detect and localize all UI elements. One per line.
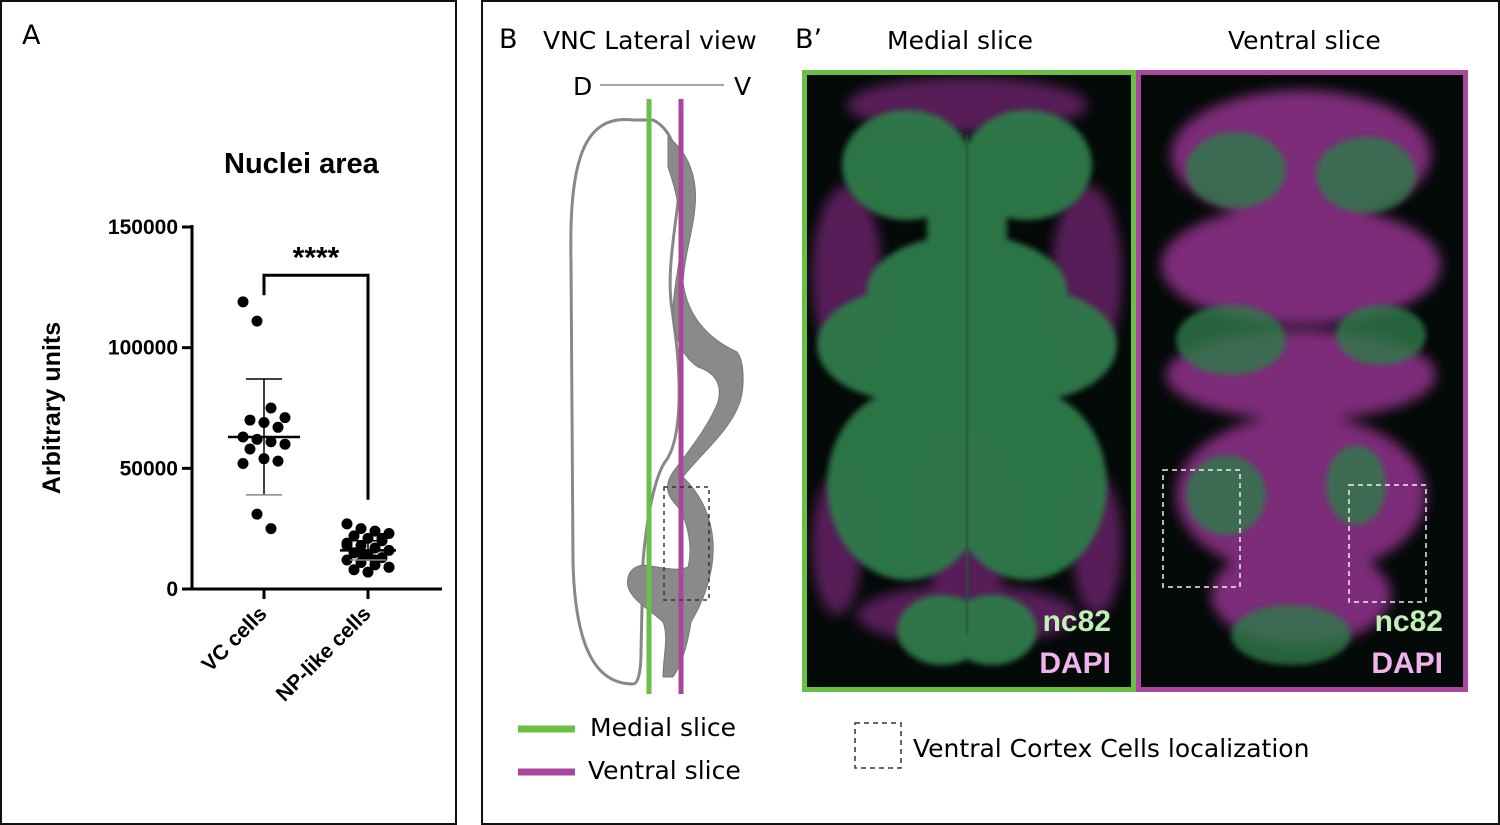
data-point [251,508,263,520]
medial-slice-micrograph: nc82 DAPI [802,70,1136,692]
vnc-lateral-diagram [518,84,744,776]
data-point [279,412,291,424]
ventral-slice-image [1161,90,1441,665]
axis-dorsal-label: D [573,72,593,101]
localization-legend-swatch-layer [854,722,902,769]
ventral-slice-title: Ventral slice [1228,26,1381,55]
data-point [341,554,353,566]
data-point [376,532,388,544]
data-point [237,296,249,308]
x-tick-label: VC cells [197,602,271,676]
data-point [265,523,277,535]
vc-cells-localization-box [663,486,710,601]
y-tick-label: 50000 [120,457,178,480]
data-point [383,561,395,573]
significance-stars: **** [293,241,340,274]
data-point [244,414,256,426]
y-axis-label: Arbitrary units [38,322,66,494]
data-point [348,564,360,576]
x-tick-label: NP-like cells [272,602,376,706]
axis-ventral-label: V [734,72,752,101]
data-point [355,547,367,559]
legend-ventral-label: Ventral slice [588,756,741,785]
panel-b: B VNC Lateral view D V Medial slice Vent… [481,0,1500,825]
vnc-ventral-cortex [627,135,744,678]
panel-b-label: B [499,24,518,55]
significance-bracket [262,273,370,500]
data-point [355,523,367,535]
data-point [341,518,353,530]
data-point [251,433,263,445]
data-point [237,458,249,470]
y-tick-label: 0 [166,578,178,601]
localization-legend-swatch [854,722,902,769]
data-point [279,438,291,450]
data-point [348,530,360,542]
medial-slice-title: Medial slice [887,26,1034,55]
chart-title: Nuclei area [224,148,379,180]
ventral-stain-nc82: nc82 [1374,605,1443,638]
data-point [251,315,263,327]
data-point [272,455,284,467]
data-point [369,525,381,537]
data-point [265,436,277,448]
vnc-lateral-view-title: VNC Lateral view [543,26,757,55]
ventral-stain-dapi: DAPI [1371,647,1443,680]
medial-stain-nc82: nc82 [1042,605,1111,638]
data-point [244,443,256,455]
vnc-outline [569,118,681,686]
data-point [272,421,284,433]
panel-b-prime-label: B’ [795,24,823,55]
y-tick-label: 100000 [108,337,178,360]
ventral-slice-micrograph: nc82 DAPI [1136,70,1468,692]
data-point [362,566,374,578]
data-point [341,540,353,552]
panel-a-label: A [22,20,41,51]
medial-stain-dapi: DAPI [1039,647,1111,680]
data-point [265,402,277,414]
ventral-localization-box-right [1348,484,1427,603]
legend-medial-label: Medial slice [590,713,737,742]
ventral-localization-box-left [1162,469,1241,588]
medial-slice-image [812,77,1122,665]
y-tick-label: 150000 [108,216,178,239]
localization-legend-label: Ventral Cortex Cells localization [913,734,1310,763]
